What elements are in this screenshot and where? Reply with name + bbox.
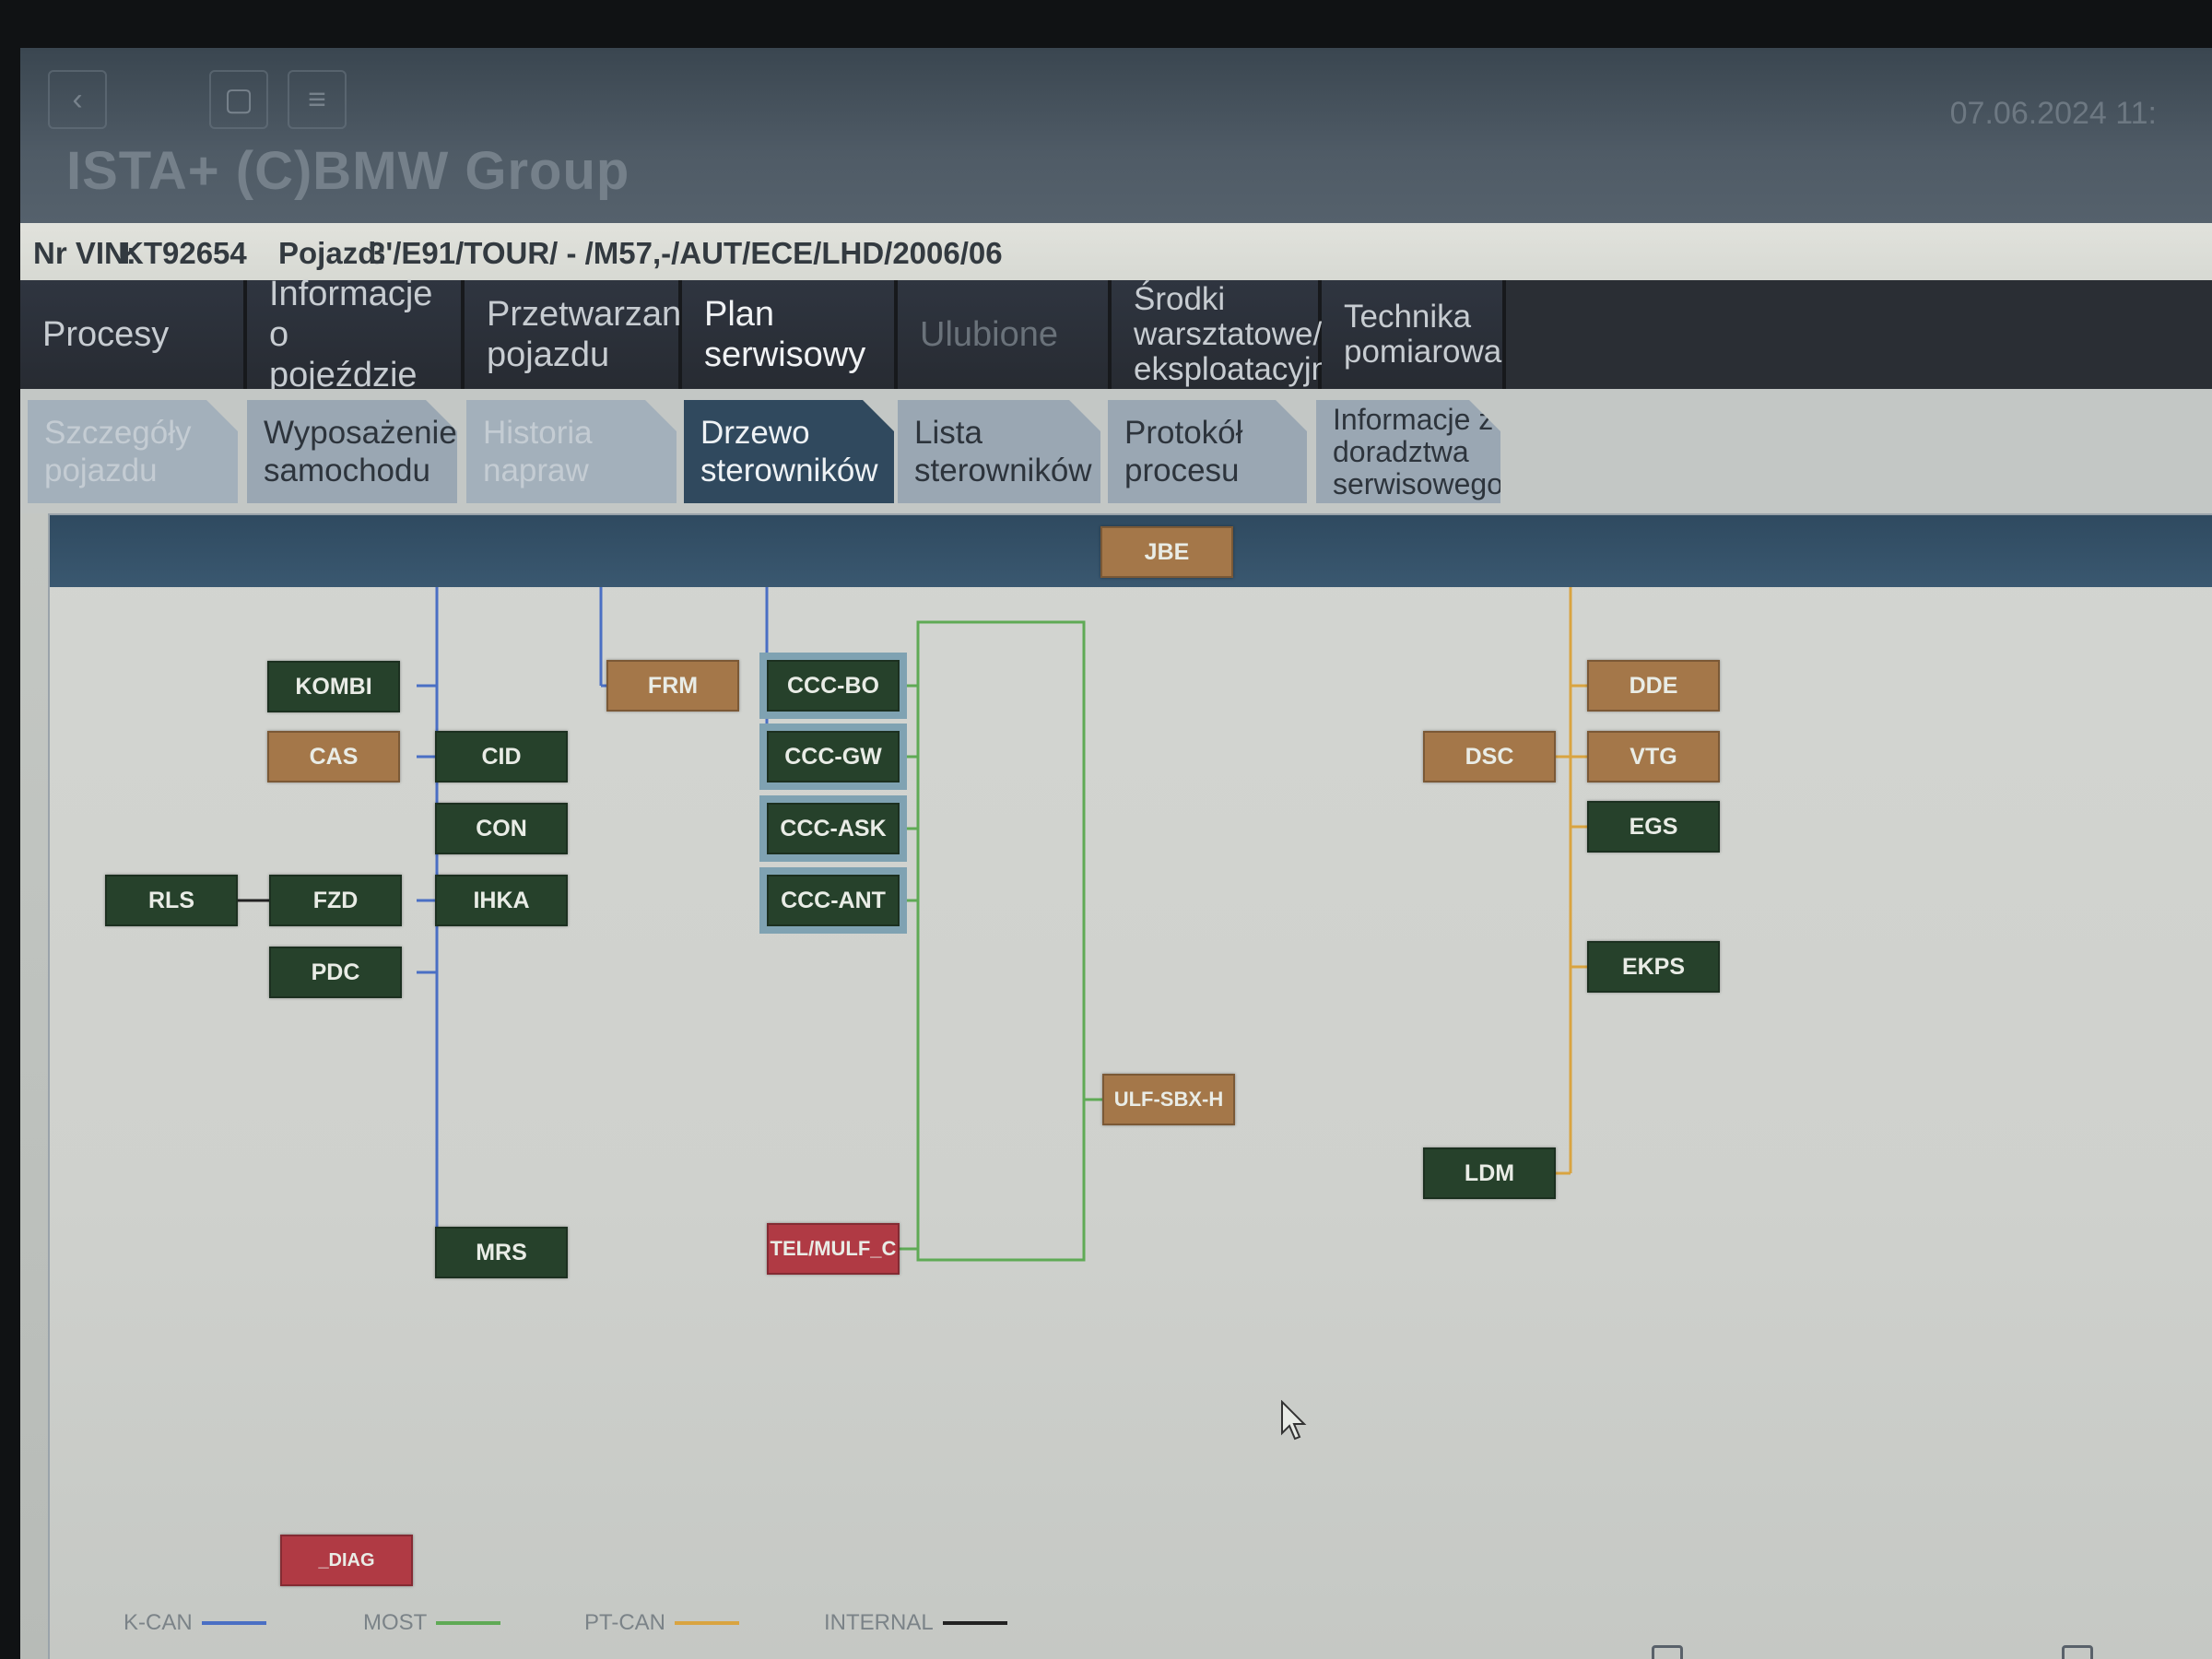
- print-icon[interactable]: ▢: [209, 70, 268, 129]
- back-icon[interactable]: ‹: [48, 70, 107, 129]
- subtab-repair-history[interactable]: Historia napraw: [466, 400, 677, 503]
- legend-most-label: MOST: [363, 1610, 428, 1635]
- menu-icon[interactable]: ≡: [288, 70, 347, 129]
- ecu-rls[interactable]: RLS: [105, 875, 238, 926]
- legend-kcan: K-CAN: [124, 1610, 266, 1636]
- ecu-fzd[interactable]: FZD: [269, 875, 402, 926]
- ecu-vtg[interactable]: VTG: [1587, 731, 1720, 782]
- legend-most: MOST: [363, 1610, 501, 1636]
- ecu-con[interactable]: CON: [435, 803, 568, 854]
- ecu-tree-canvas: JBE KOMBI CAS CID CON RLS FZD IHKA PDC M…: [48, 513, 2212, 1659]
- legend-most-swatch: [436, 1621, 501, 1625]
- ecu-ccc-ant[interactable]: CCC-ANT: [759, 867, 907, 934]
- subtab-ecu-list[interactable]: Lista sterowników: [898, 400, 1100, 503]
- legend-ptcan-swatch: [675, 1621, 740, 1625]
- ecu-pdc[interactable]: PDC: [269, 947, 402, 998]
- ecu-cid[interactable]: CID: [435, 731, 568, 782]
- vehicle-value: 3'/E91/TOUR/ - /M57,-/AUT/ECE/LHD/2006/0…: [369, 236, 1003, 270]
- ecu-tel-mulf[interactable]: TEL/MULF_C: [767, 1223, 900, 1275]
- vin-value: KT92654: [122, 236, 247, 270]
- vehicle-info-bar: Nr VIN: KT92654 Pojazd: 3'/E91/TOUR/ - /…: [20, 223, 2212, 283]
- legend-ptcan: PT-CAN: [584, 1610, 740, 1636]
- subtab-vehicle-details[interactable]: Szczegóły pojazdu: [28, 400, 238, 503]
- vin-label: Nr VIN:: [33, 236, 136, 270]
- ecu-ccc-gw[interactable]: CCC-GW: [759, 724, 907, 790]
- ecu-ccc-bo[interactable]: CCC-BO: [759, 653, 907, 719]
- tab-vehicle-processing[interactable]: Przetwarzanie pojazdu: [465, 280, 709, 389]
- ecu-diag[interactable]: _DIAG: [280, 1535, 413, 1586]
- ecu-frm[interactable]: FRM: [606, 660, 739, 712]
- sub-tab-bar: Szczegóły pojazdu Wyposażenie samochodu …: [20, 389, 2212, 513]
- vehicle-label: Pojazd:: [278, 236, 387, 270]
- legend-internal-label: INTERNAL: [824, 1610, 934, 1635]
- legend-kcan-label: K-CAN: [124, 1610, 193, 1635]
- title-bar: ‹ ▢ ≡ ISTA+ (C)BMW Group 07.06.2024 11:: [20, 48, 2212, 223]
- legend-internal-swatch: [942, 1621, 1007, 1625]
- ptcan-lines: [1554, 587, 1587, 1175]
- tab-workshop-supplies[interactable]: Środki warsztatowe/ eksploatacyjne: [1112, 280, 1347, 389]
- ecu-jbe[interactable]: JBE: [1100, 526, 1233, 578]
- ecu-ccc-ask[interactable]: CCC-ASK: [759, 795, 907, 862]
- ecu-kombi[interactable]: KOMBI: [267, 661, 400, 712]
- ecu-dsc[interactable]: DSC: [1423, 731, 1556, 782]
- ecu-egs[interactable]: EGS: [1587, 801, 1720, 853]
- legend-ptcan-label: PT-CAN: [584, 1610, 666, 1635]
- subtab-service-advice[interactable]: Informacje z doradztwa serwisowego: [1316, 400, 1500, 503]
- ista-window: ‹ ▢ ≡ ISTA+ (C)BMW Group 07.06.2024 11: …: [20, 48, 2212, 1659]
- main-tab-bar: Procesy Informacje o pojeździe Przetwarz…: [20, 275, 2212, 394]
- tab-vehicle-info[interactable]: Informacje o pojeździe: [247, 275, 465, 394]
- status-warning-icon: [2062, 1645, 2093, 1659]
- tab-measurement[interactable]: Technika pomiarowa: [1322, 280, 1506, 389]
- tab-favorites[interactable]: Ulubione: [898, 280, 1112, 389]
- ecu-ekps[interactable]: EKPS: [1587, 941, 1720, 993]
- legend-internal: INTERNAL: [824, 1610, 1007, 1636]
- most-lines: [900, 620, 1106, 1262]
- app-title: ISTA+ (C)BMW Group: [66, 141, 630, 201]
- tab-service-plan[interactable]: Plan serwisowy: [682, 280, 898, 389]
- tab-procesy[interactable]: Procesy: [20, 280, 247, 389]
- ecu-dde[interactable]: DDE: [1587, 660, 1720, 712]
- ecu-ulf-sbx-h[interactable]: ULF-SBX-H: [1102, 1074, 1235, 1125]
- status-checkbox-icon[interactable]: [1652, 1645, 1683, 1659]
- subtab-vehicle-equipment[interactable]: Wyposażenie samochodu: [247, 400, 457, 503]
- ecu-mrs[interactable]: MRS: [435, 1227, 568, 1278]
- subtab-ecu-tree[interactable]: Drzewo sterowników: [684, 400, 894, 503]
- ecu-cas[interactable]: CAS: [267, 731, 400, 782]
- ecu-ldm[interactable]: LDM: [1423, 1147, 1556, 1199]
- ecu-ihka[interactable]: IHKA: [435, 875, 568, 926]
- datetime: 07.06.2024 11:: [1949, 96, 2157, 131]
- subtab-process-log[interactable]: Protokół procesu: [1108, 400, 1307, 503]
- mouse-cursor-icon: [1281, 1400, 1307, 1441]
- legend-kcan-swatch: [201, 1621, 266, 1625]
